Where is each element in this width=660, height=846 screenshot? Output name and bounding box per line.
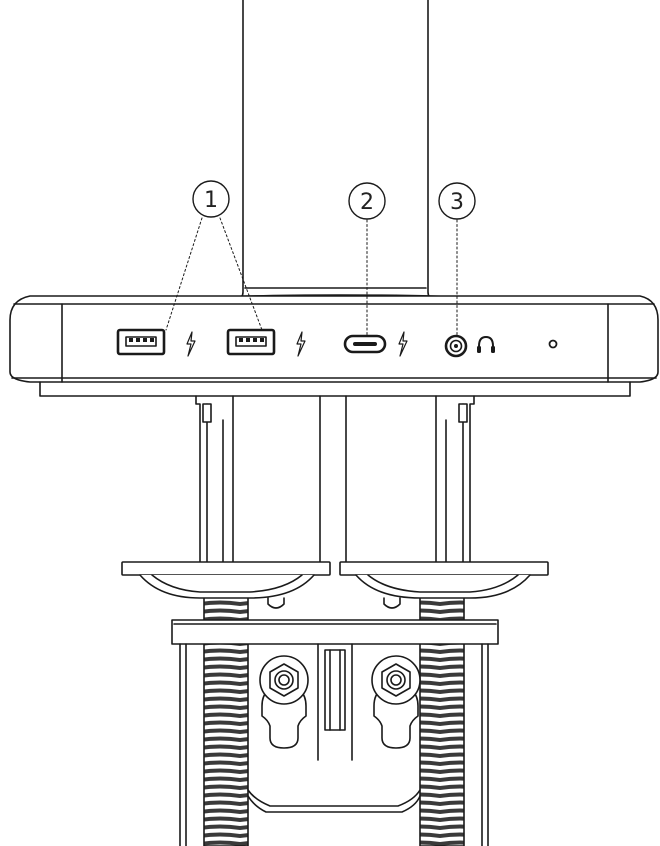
usb-c-port-icon [343,334,387,354]
clamp-bracket [179,643,489,846]
clamp-frame [195,395,475,567]
callout-3 [438,182,476,220]
lightning-icon [296,331,306,357]
mounting-bolt-left [259,655,309,749]
lightning-icon [186,331,196,357]
usb-a-port-icon [226,328,276,356]
usb-a-port-icon [116,328,166,356]
audio-jack-icon [444,334,468,358]
lightning-icon [398,331,408,357]
indicator-led-icon [548,339,558,349]
callout-leaders [165,217,458,336]
callout-2 [348,182,386,220]
hub-housing [9,295,659,397]
monitor-pole [204,0,476,304]
clamp-crossbar [171,619,499,645]
headphone-icon [477,336,495,353]
callout-1-label: 1 [204,188,218,213]
callout-3-label: 3 [450,190,464,215]
mounting-bolt-right [371,655,421,749]
clamp-pad-left [121,561,331,609]
callout-1 [192,180,230,218]
clamp-pad-right [339,561,549,609]
callout-2-label: 2 [360,190,374,215]
